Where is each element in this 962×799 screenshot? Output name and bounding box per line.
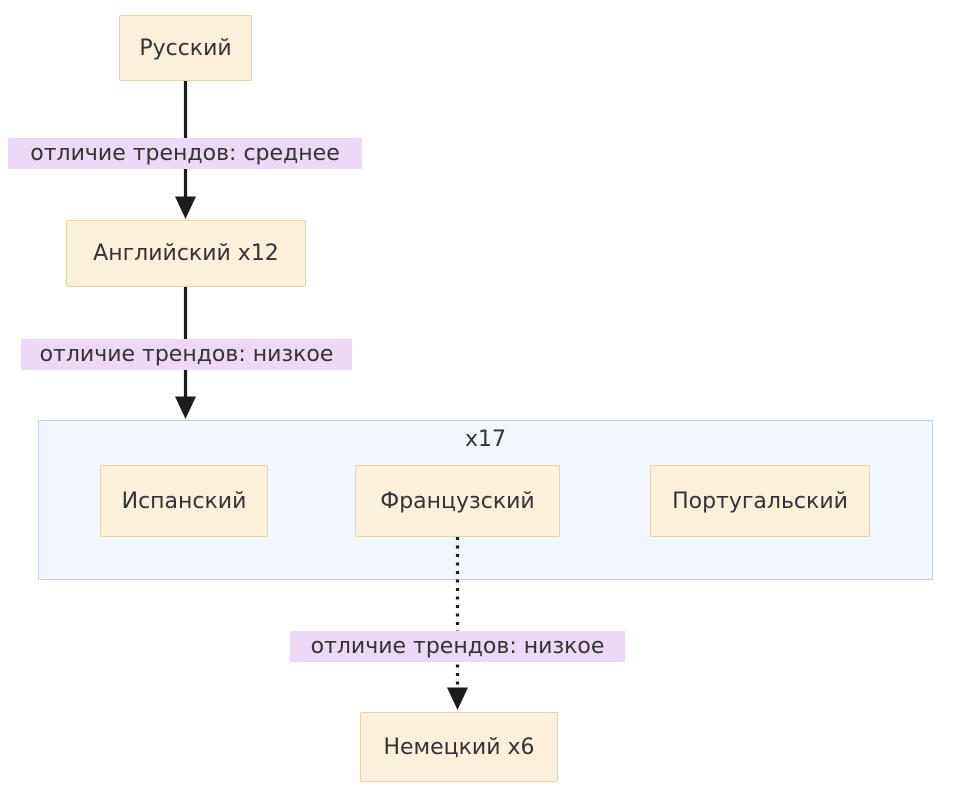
node-portuguese: Португальский: [650, 465, 870, 537]
edge-label-russian-english: отличие трендов: среднее: [8, 138, 362, 169]
node-spanish: Испанский: [100, 465, 268, 537]
node-russian: Русский: [119, 15, 252, 81]
arrowhead-down-icon: [175, 196, 196, 219]
arrowhead-down-icon: [447, 687, 468, 710]
arrowhead-down-icon: [175, 396, 196, 419]
node-german: Немецкий x6: [360, 712, 558, 782]
node-french: Французский: [355, 465, 560, 537]
subgraph-title: x17: [464, 427, 506, 452]
edge-label-english-subgraph: отличие трендов: низкое: [21, 339, 352, 370]
node-english: Английский x12: [66, 220, 306, 287]
edge-label-french-german: отличие трендов: низкое: [290, 631, 625, 662]
